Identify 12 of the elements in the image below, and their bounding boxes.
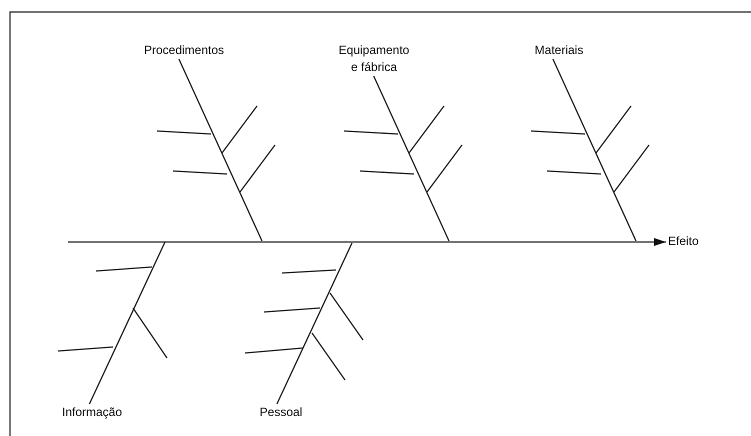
bone-line (88, 242, 166, 404)
bone-line (276, 242, 353, 404)
category-label: Pessoal (224, 404, 338, 421)
spine-arrow (68, 238, 666, 246)
category-label: Materiais (502, 42, 616, 59)
bone-line (552, 58, 637, 242)
effect-label: Efeito (666, 233, 701, 250)
category-label: Procedimentos (117, 42, 251, 59)
category-label: Informação (35, 404, 149, 421)
bone-line (373, 76, 450, 242)
bone-line (178, 58, 263, 242)
category-label: Equipamento e fábrica (334, 42, 414, 76)
